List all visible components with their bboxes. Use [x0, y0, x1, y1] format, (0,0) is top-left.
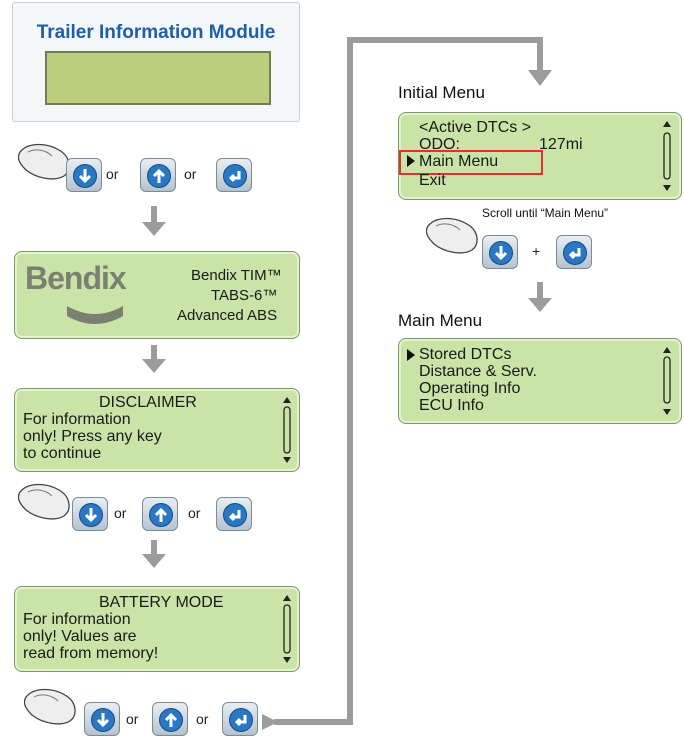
or-text: or	[126, 711, 139, 727]
main-menu-line-1[interactable]: Stored DTCs	[419, 346, 512, 363]
battery-line-4: read from memory!	[23, 645, 159, 662]
disclaimer-line-3: only! Press any key	[23, 428, 162, 445]
initial-menu-odo-label: ODO:	[419, 136, 460, 153]
initial-menu-odo-value: 127mi	[539, 136, 583, 153]
disclaimer-line-4: to continue	[23, 445, 102, 462]
main-menu-line-4[interactable]: ECU Info	[419, 397, 484, 414]
scrollbar-icon[interactable]	[661, 345, 671, 419]
plus-text: +	[532, 243, 541, 259]
tim-title: Trailer Information Module	[36, 22, 276, 43]
flow-arrow-icon	[142, 222, 166, 236]
splash-line-2: TABS-6™	[211, 287, 278, 304]
up-arrow-key-icon[interactable]	[142, 497, 178, 531]
or-text: or	[114, 505, 127, 521]
initial-menu-line-3[interactable]: Main Menu	[419, 153, 499, 170]
or-text: or	[188, 505, 201, 521]
enter-key-icon[interactable]	[556, 235, 592, 269]
enter-key-icon[interactable]	[216, 158, 252, 192]
down-arrow-key-icon[interactable]	[66, 158, 102, 192]
flow-connector-icon	[262, 37, 552, 730]
tim-screen	[45, 51, 271, 105]
finger-icon	[24, 688, 76, 725]
flow-arrow-icon	[142, 359, 166, 373]
main-menu-line-3[interactable]: Operating Info	[419, 380, 521, 397]
splash-line-3: Advanced ABS	[177, 307, 278, 324]
battery-mode-screen: BATTERY MODE For information only! Value…	[14, 586, 300, 672]
or-text: or	[184, 166, 197, 182]
flow-arrow-icon	[151, 540, 157, 554]
scroll-instruction: Scroll until “Main Menu”	[482, 206, 609, 220]
up-arrow-key-icon[interactable]	[152, 702, 188, 736]
main-menu-highlight[interactable]	[399, 150, 543, 175]
main-menu-screen: Stored DTCs Distance & Serv. Operating I…	[398, 338, 682, 424]
battery-line-1: BATTERY MODE	[99, 594, 224, 611]
enter-key-icon[interactable]	[222, 702, 258, 736]
battery-line-3: only! Values are	[23, 628, 137, 645]
cursor-triangle-icon	[407, 349, 415, 361]
flow-arrow-icon	[151, 345, 157, 359]
battery-line-2: For information	[23, 611, 131, 628]
scrollbar-icon[interactable]	[661, 119, 671, 195]
disclaimer-line-1: DISCLAIMER	[99, 394, 197, 411]
bendix-swoosh-icon	[67, 306, 123, 324]
or-text: or	[106, 166, 119, 182]
or-text: or	[196, 711, 209, 727]
main-menu-line-2[interactable]: Distance & Serv.	[419, 363, 537, 380]
tim-device: Trailer Information Module	[12, 2, 300, 122]
finger-icon	[18, 143, 70, 180]
flow-arrow-icon	[528, 298, 552, 312]
flow-arrow-icon	[151, 206, 157, 222]
finger-icon	[18, 483, 70, 520]
initial-menu-line-4[interactable]: Exit	[419, 172, 446, 189]
down-arrow-key-icon[interactable]	[482, 235, 518, 269]
flow-arrow-icon	[537, 282, 543, 298]
disclaimer-screen: DISCLAIMER For information only! Press a…	[14, 388, 300, 472]
down-arrow-key-icon[interactable]	[72, 497, 108, 531]
initial-menu-line-1: <Active DTCs >	[419, 119, 532, 136]
initial-menu-screen: <Active DTCs > ODO: 127mi Main Menu Exit	[398, 112, 682, 200]
enter-key-icon[interactable]	[216, 497, 252, 531]
flow-arrow-icon	[142, 554, 166, 568]
cursor-triangle-icon	[407, 155, 415, 167]
bendix-logo: Bendix	[25, 260, 127, 296]
splash-line-1: Bendix TIM™	[191, 267, 282, 284]
initial-menu-heading: Initial Menu	[398, 83, 485, 102]
splash-screen: Bendix Bendix TIM™ TABS-6™ Advanced ABS	[14, 251, 300, 339]
down-arrow-key-icon[interactable]	[84, 702, 120, 736]
disclaimer-line-2: For information	[23, 411, 131, 428]
scrollbar-icon[interactable]	[281, 395, 291, 467]
finger-icon	[426, 217, 478, 254]
scrollbar-icon[interactable]	[281, 593, 291, 667]
main-menu-heading: Main Menu	[398, 311, 483, 330]
up-arrow-key-icon[interactable]	[140, 158, 176, 192]
